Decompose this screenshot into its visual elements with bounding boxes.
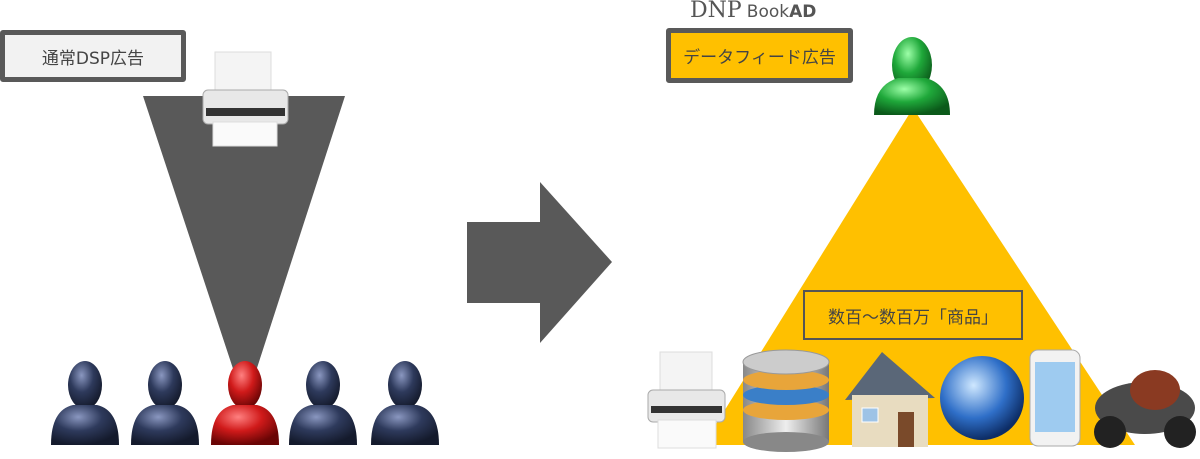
printer-icon: [202, 51, 289, 147]
logo-ad: AD: [789, 2, 817, 22]
data-feed-ad-label: データフィード広告: [666, 28, 853, 83]
standard-dsp-ad-label: 通常DSP広告: [0, 30, 186, 82]
target-person-icon: [211, 361, 279, 445]
globe-icon: [940, 356, 1024, 440]
database-icon: [742, 349, 830, 452]
target-person-icon: [874, 37, 950, 115]
products-count-label: 数百～数百万「商品」: [803, 290, 1023, 340]
logo-dnp: DNP: [690, 0, 742, 23]
car-icon: [1094, 370, 1196, 448]
house-icon: [845, 352, 935, 447]
products-count-text: 数百～数百万「商品」: [828, 307, 998, 328]
person-icon: [371, 361, 439, 445]
funnel-shape: [143, 96, 345, 405]
printer-icon: [647, 351, 726, 449]
person-icon: [289, 361, 357, 445]
person-icon: [51, 361, 119, 445]
audience-people: [51, 361, 439, 445]
logo-book: Book: [746, 2, 790, 22]
person-icon: [131, 361, 199, 445]
smartphone-icon: [1029, 349, 1081, 447]
dnp-bookad-logo: DNP BookAD: [690, 0, 816, 23]
standard-dsp-ad-text: 通常DSP広告: [41, 48, 145, 69]
data-feed-ad-text: データフィード広告: [683, 48, 836, 68]
arrow-right-icon: [467, 182, 612, 343]
